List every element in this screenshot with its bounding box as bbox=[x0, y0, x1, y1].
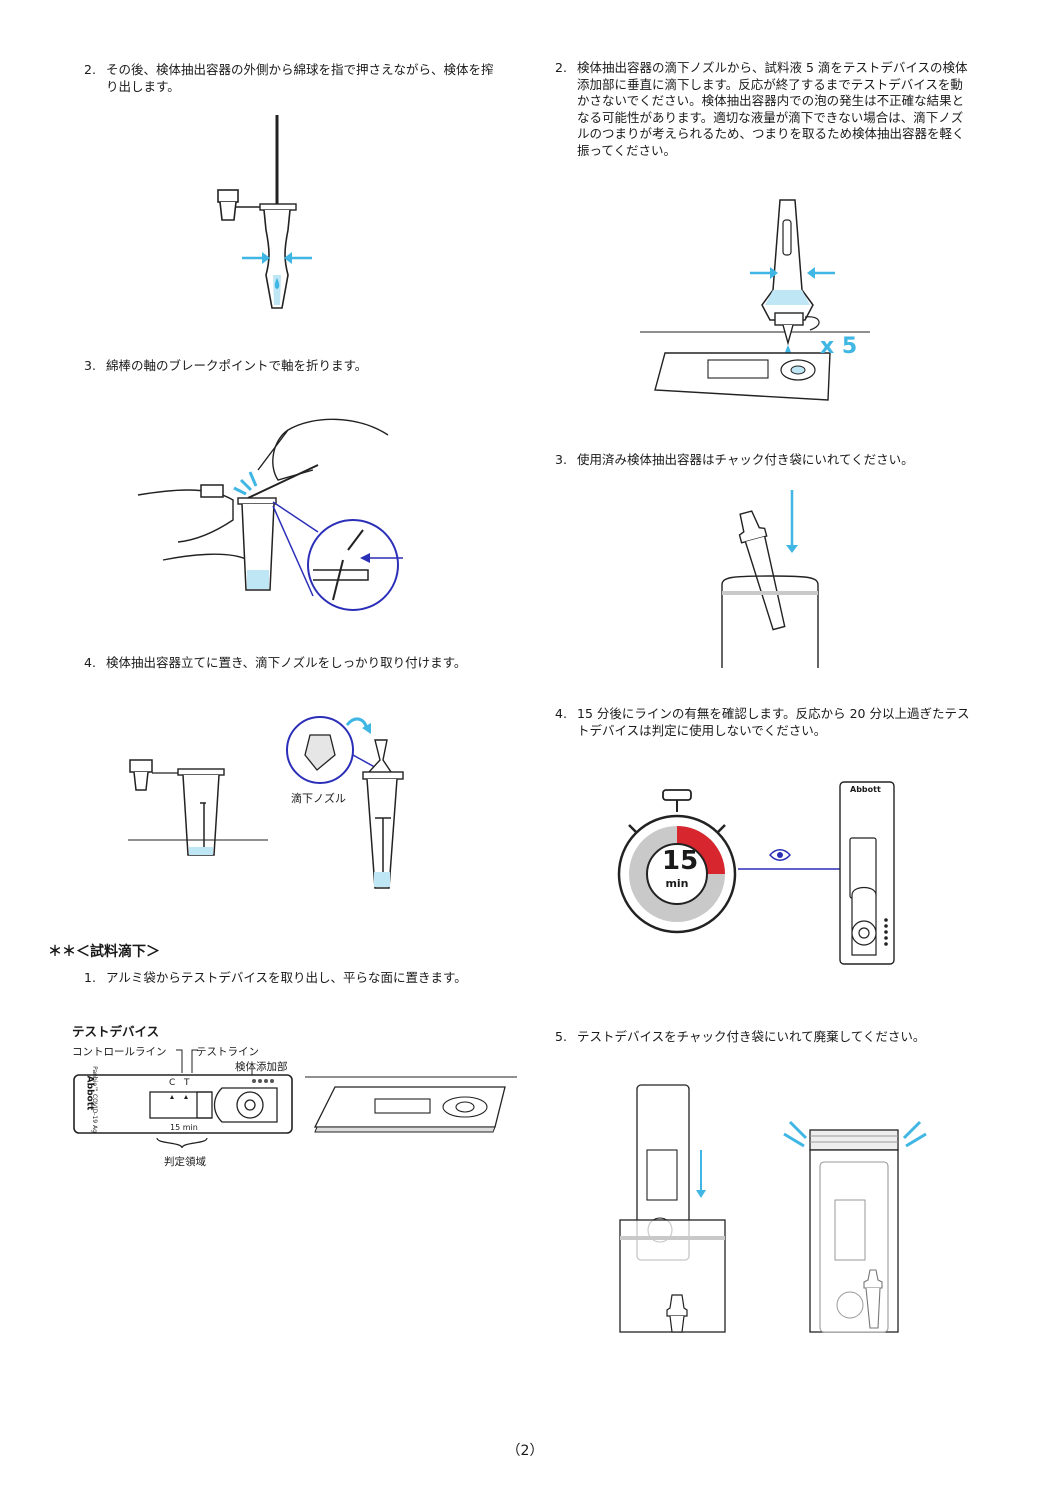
page-number: （2） bbox=[506, 1443, 544, 1459]
device-timer-text: 15 min bbox=[170, 1123, 198, 1132]
step-text: その後、検体抽出容器の外側から綿球を指で押さえながら、検体を搾り出します。 bbox=[106, 62, 494, 94]
vertical-device-brand: Abbott bbox=[850, 785, 881, 794]
judgement-area-label: 判定領域 bbox=[164, 1156, 206, 1168]
step-text: アルミ袋からテストデバイスを取り出し、平らな面に置きます。 bbox=[106, 970, 467, 985]
step-number: 4. bbox=[555, 706, 567, 721]
step-text: 検体抽出容器立てに置き、滴下ノズルをしっかり取り付けます。 bbox=[106, 655, 467, 670]
test-line-label: テストライン bbox=[196, 1046, 259, 1058]
step-text: 15 分後にラインの有無を確認します。反応から 20 分以上過ぎたテストデバイス… bbox=[577, 706, 970, 738]
timer-illustration bbox=[617, 789, 737, 934]
step-number: 5. bbox=[555, 1029, 567, 1044]
step-text: 使用済み検体抽出容器はチャック付き袋にいれてください。 bbox=[577, 452, 914, 467]
tube-into-bag-illustration bbox=[721, 490, 819, 668]
control-line-label: コントロールライン bbox=[72, 1046, 167, 1058]
device-product: Panbio™ COVID-19 Ag bbox=[90, 1066, 98, 1133]
step-number: 2. bbox=[84, 62, 96, 77]
timer-unit: min bbox=[665, 877, 689, 890]
step-number: 3. bbox=[84, 358, 96, 373]
nozzle-label: 滴下ノズル bbox=[291, 792, 346, 805]
device-diagram-title: テストデバイス bbox=[72, 1024, 160, 1039]
drop-count: x 5 bbox=[820, 334, 858, 359]
sealed-bag-illustration bbox=[783, 1120, 927, 1333]
sample-port-label: 検体添加部 bbox=[235, 1061, 288, 1073]
attach-nozzle-illustration bbox=[286, 716, 404, 889]
squeeze-tube-illustration bbox=[217, 115, 312, 309]
step-number: 4. bbox=[84, 655, 96, 670]
step-number: 2. bbox=[555, 60, 567, 75]
break-swab-illustration bbox=[137, 418, 403, 611]
step-number: 1. bbox=[84, 970, 96, 985]
step-text: 検体抽出容器の滴下ノズルから、試料液 5 滴をテストデバイスの検体添加部に垂直に… bbox=[577, 60, 968, 158]
tube-in-stand-illustration bbox=[128, 759, 268, 856]
device-diagram bbox=[73, 1049, 293, 1149]
section-heading: ＊＊＜試料滴下＞ bbox=[48, 944, 160, 960]
vertical-device-illustration bbox=[839, 781, 895, 965]
step-text: 綿棒の軸のブレークポイントで軸を折ります。 bbox=[106, 358, 368, 373]
step-number: 3. bbox=[555, 452, 567, 467]
device-c-mark: C bbox=[169, 1078, 176, 1088]
timer-value: 15 bbox=[662, 846, 699, 876]
add-drops-illustration bbox=[640, 199, 870, 401]
device-on-surface-illustration bbox=[305, 1076, 517, 1133]
device-into-bag-illustration bbox=[619, 1084, 726, 1333]
device-t-mark: T bbox=[184, 1078, 190, 1088]
step-text: テストデバイスをチャック付き袋にいれて廃棄してください。 bbox=[577, 1029, 926, 1044]
